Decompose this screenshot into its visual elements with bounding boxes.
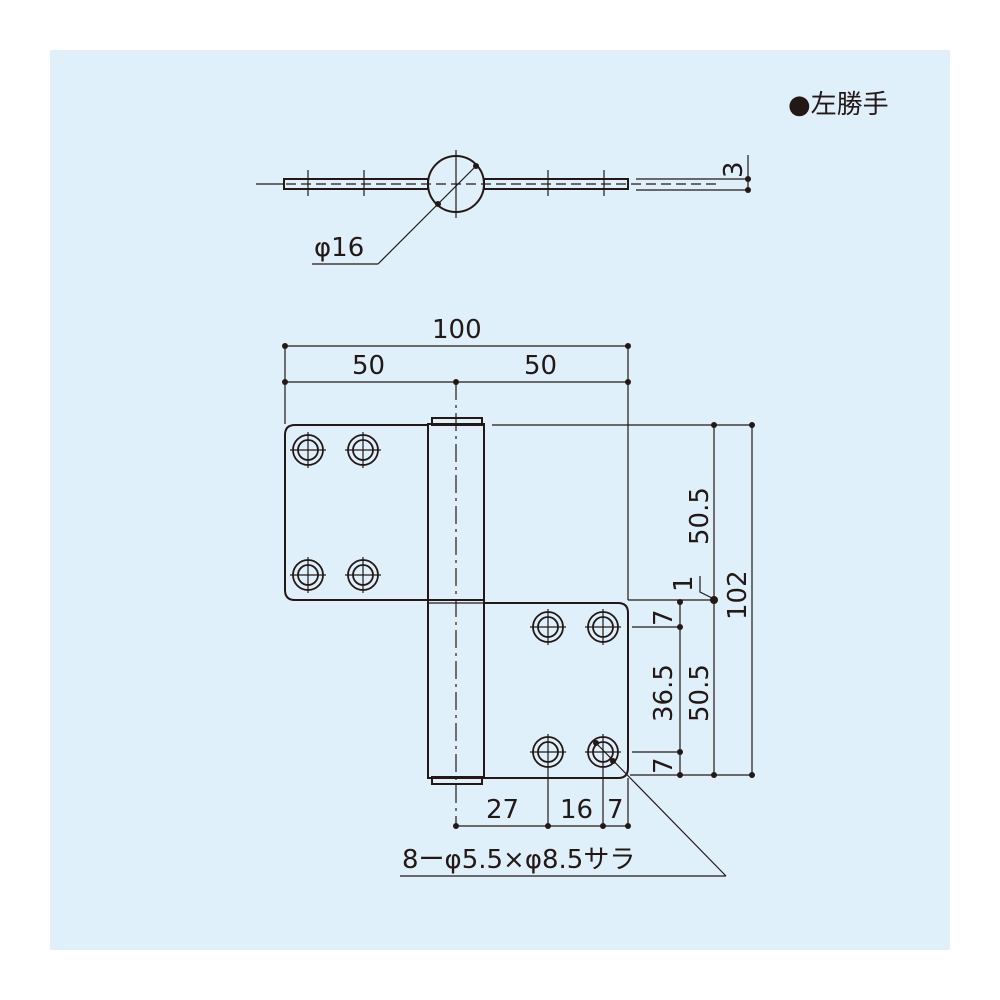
bottom-offset-label: 7 [649,757,679,774]
drawing-panel [50,50,950,950]
hole-x-from-axis-label: 27 [486,795,519,825]
hole-pitch-vertical-label: 36.5 [649,664,679,722]
side-view [256,150,751,265]
top-offset-label: 7 [649,609,679,626]
hole-spec-label: 8ーφ5.5×φ8.5サラ [402,845,635,875]
offset-label: 1 [669,575,699,592]
thickness-label: 3 [719,161,749,178]
front-view [282,343,755,877]
left-half-label: 50 [352,351,385,381]
hand-label: ●左勝手 [788,90,889,120]
upper-leaf-height-label: 50.5 [685,487,715,545]
right-half-label: 50 [524,351,557,381]
overall-height-label: 102 [723,570,753,620]
pin-diameter-label: φ16 [314,233,364,263]
hole-pitch-horizontal-label: 16 [560,795,593,825]
hole-edge-label: 7 [607,795,624,825]
overall-width-label: 100 [432,315,482,345]
lower-leaf-height-label: 50.5 [685,664,715,722]
